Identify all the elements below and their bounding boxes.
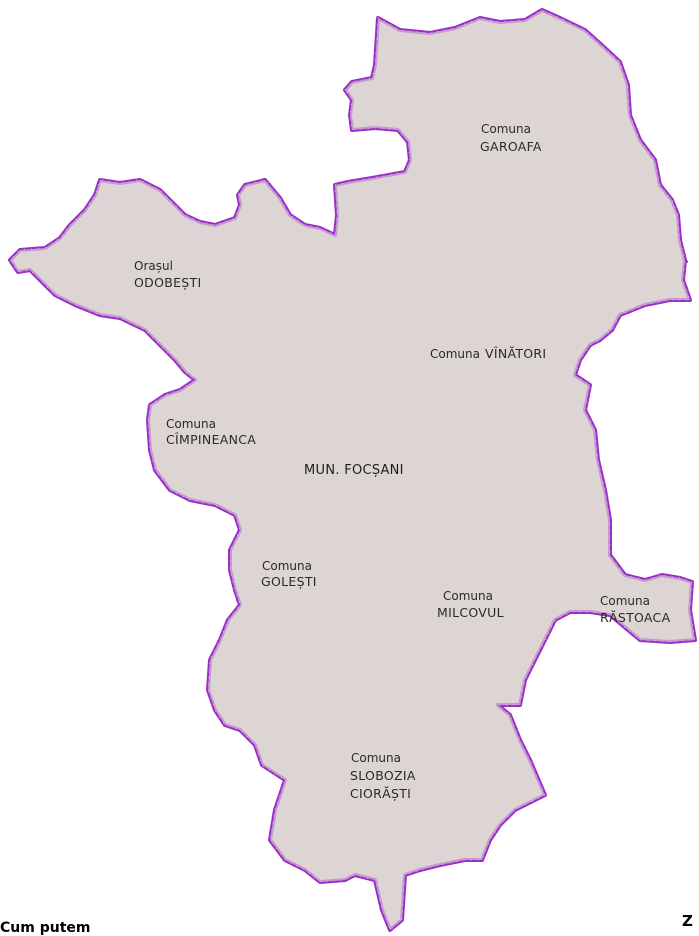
corner-text: Z [682, 912, 693, 930]
bottom-caption: Cum putem [0, 920, 91, 936]
label-slobozia-prefix: Comuna [351, 751, 401, 765]
label-rastoaca-prefix: Comuna [600, 594, 650, 608]
label-vinatori: Comuna VÎNĂTORI [430, 346, 546, 361]
label-odobesti-name: ODOBEȘTI [134, 275, 201, 290]
label-cimpineanca-prefix: Comuna [166, 417, 216, 431]
label-cimpineanca-name: CÎMPINEANCA [166, 432, 256, 447]
label-focsani: MUN. FOCȘANI [304, 463, 404, 478]
label-vinatori-prefix: Comuna [430, 347, 480, 361]
label-milcovul-name: MILCOVUL [437, 605, 504, 620]
label-milcovul-prefix: Comuna [443, 589, 493, 603]
label-golesti-name: GOLEȘTI [261, 574, 317, 589]
label-rastoaca-name: RĂSTOACA [600, 610, 671, 625]
label-vinatori-name: VÎNĂTORI [485, 346, 546, 361]
label-slobozia-name1: SLOBOZIA [350, 768, 416, 783]
label-golesti-prefix: Comuna [262, 559, 312, 573]
label-odobesti-prefix: Orașul [134, 259, 173, 273]
label-garoafa-name: GAROAFA [480, 139, 542, 154]
label-slobozia-name2: CIORĂȘTI [350, 786, 411, 801]
label-garoafa-prefix: Comuna [481, 122, 531, 136]
